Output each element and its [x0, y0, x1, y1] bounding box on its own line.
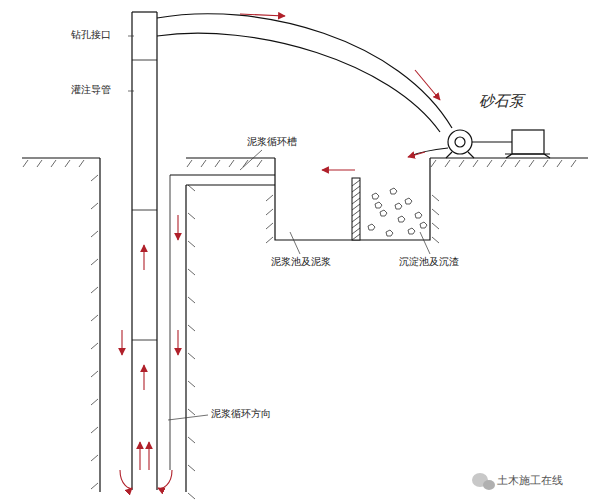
drill-pipe [132, 12, 157, 490]
ground-line [430, 157, 588, 158]
wall-hatching [352, 180, 360, 240]
ground-hatching [23, 160, 576, 499]
part-label: 钻孔接口 [70, 29, 112, 41]
part-label: 砂石泵 [478, 92, 525, 110]
part-label: 泥浆循环方向 [210, 408, 272, 420]
flow-arrows [120, 14, 440, 488]
pump-hub [455, 137, 465, 147]
channel-line [170, 158, 275, 175]
pipe-top [132, 11, 157, 12]
pipe-joint [132, 60, 157, 340]
ground-line [22, 157, 100, 158]
borehole-wall [99, 158, 100, 492]
pump-shaft [472, 141, 512, 142]
leader-lines [128, 36, 430, 420]
part-label: 泥浆池及泥浆 [270, 256, 332, 268]
part-label: 泥浆循环槽 [246, 136, 298, 148]
pump [448, 130, 472, 154]
watermark: 土木施工在线 [496, 474, 564, 487]
pump-legs [446, 152, 474, 158]
divider-wall [352, 178, 360, 240]
part-label: 灌注导管 [70, 84, 112, 96]
motor-base [505, 154, 550, 158]
part-label: 沉淀池及沉渣 [398, 256, 460, 268]
motor [512, 130, 544, 154]
watermark-icon [472, 473, 495, 490]
flow-guide [170, 175, 171, 470]
hose [157, 14, 452, 128]
hose [157, 33, 440, 132]
sediment [368, 188, 427, 236]
channel-bottom [186, 184, 275, 185]
pit-outline [275, 158, 430, 240]
ground-line [186, 157, 275, 158]
borehole-wall [185, 185, 186, 492]
